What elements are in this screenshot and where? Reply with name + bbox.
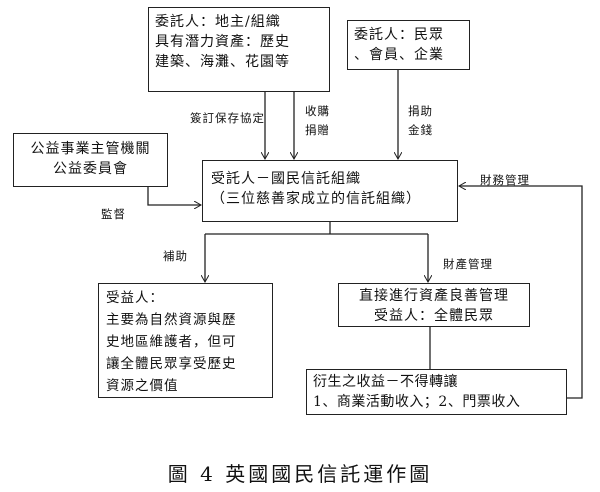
management-box: 直接進行資產良善管理 受益人：全體民眾 <box>338 283 530 327</box>
box-text: 主要為自然資源與歷 <box>106 312 237 328</box>
box-text: 直接進行資產良善管理 <box>359 288 509 304</box>
box-text: 衍生之收益－不得轉讓 <box>313 374 458 390</box>
income-box: 衍生之收益－不得轉讓 1、商業活動收入；2、門票收入 <box>306 369 567 415</box>
label-donate: 捐贈 <box>305 123 330 137</box>
box-text: 讓全體民眾享受歷史 <box>106 356 237 372</box>
label-subsidy: 補助 <box>163 249 188 263</box>
beneficiary-box: 受益人： 主要為自然資源與歷 史地區維護者，但可 讓全體民眾享受歷史 資源之價值 <box>98 283 273 398</box>
label-donate-money-2: 金錢 <box>408 123 433 137</box>
box-text: 史地區維護者，但可 <box>106 334 237 350</box>
box-text: 、會員、企業 <box>354 47 444 63</box>
label-property-mgmt: 財產管理 <box>443 257 493 271</box>
box-text: （三位慈善家成立的信託組織） <box>211 191 421 207</box>
box-text: 1、商業活動收入；2、門票收入 <box>313 394 521 410</box>
box-text: 受益人： <box>106 290 164 306</box>
box-text: 公益事業主管機關 <box>30 141 151 157</box>
box-text: 資源之價值 <box>106 378 179 394</box>
arrow-supervise <box>147 187 201 205</box>
label-donate-money-1: 捐助 <box>408 104 433 118</box>
regulator-box: 公益事業主管機關 公益委員會 <box>13 133 168 187</box>
figure-caption: 圖 4 英國國民信託運作圖 <box>167 462 433 486</box>
trustee-box: 受託人－國民信託組織 （三位慈善家成立的信託組織） <box>202 160 458 222</box>
label-sign-agreement: 簽訂保存協定 <box>190 111 265 125</box>
box-text: 公益委員會 <box>53 161 128 177</box>
box-text: 委託人：地主/組織 <box>155 14 281 30</box>
settlor-public-box: 委託人：民眾 、會員、企業 <box>347 20 470 70</box>
label-purchase: 收購 <box>305 104 330 118</box>
box-text: 受託人－國民信託組織 <box>211 171 361 187</box>
settlor-landowner-box: 委託人：地主/組織 具有潛力資產：歷史 建築、海灘、花園等 <box>148 7 330 92</box>
box-text: 受益人：全體民眾 <box>374 308 494 324</box>
label-supervise: 監督 <box>101 207 126 221</box>
box-text: 建築、海灘、花園等 <box>155 54 290 70</box>
arrow-financial-mgmt <box>459 186 583 399</box>
label-financial-mgmt: 財務管理 <box>480 173 530 187</box>
box-text: 具有潛力資產：歷史 <box>155 34 290 50</box>
box-text: 委託人：民眾 <box>354 27 444 43</box>
